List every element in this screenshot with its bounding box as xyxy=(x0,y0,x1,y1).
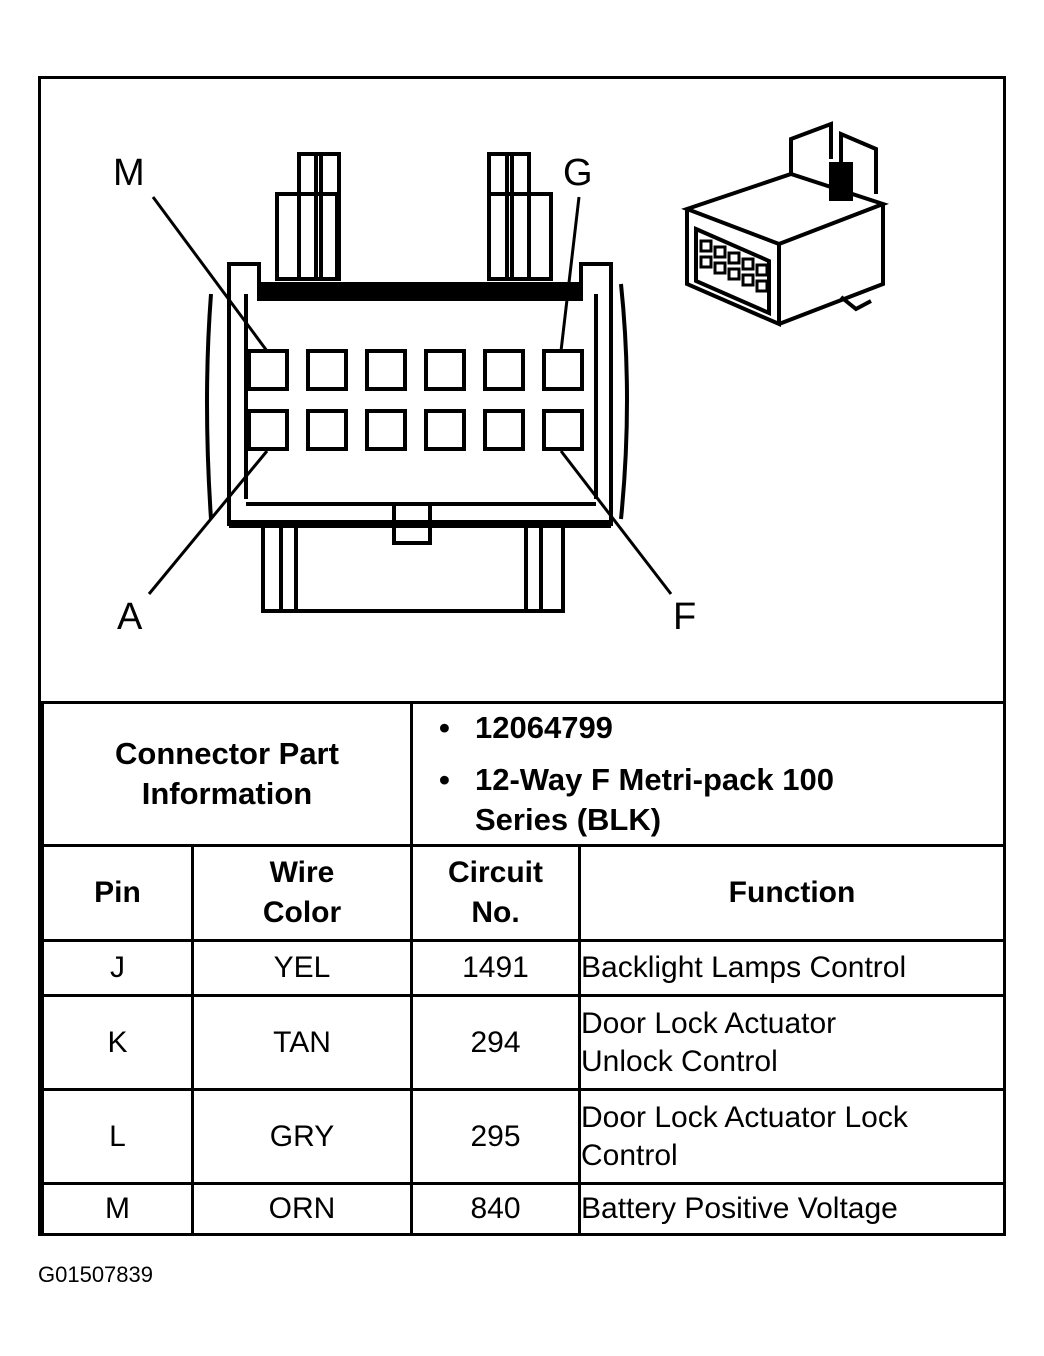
pin-cavity xyxy=(542,349,584,391)
pin-cavity xyxy=(483,409,525,451)
function-cell: Backlight Lamps Control xyxy=(578,939,1006,997)
part-number: 12064799 xyxy=(439,708,1003,748)
pin-cavity xyxy=(424,409,466,451)
connector-table: Connector Part Information 12064799 12-W… xyxy=(41,701,1006,1236)
connector-diagram: M G A F xyxy=(113,121,889,638)
wire-color-cell: TAN xyxy=(191,994,413,1091)
latch-post-right xyxy=(487,192,553,281)
pin-cavity xyxy=(483,349,525,391)
wire-color-cell: YEL xyxy=(191,939,413,997)
pin-cavity xyxy=(424,349,466,391)
function-cell: Battery Positive Voltage xyxy=(578,1182,1006,1236)
callout-m: M xyxy=(113,152,145,194)
figure-id: G01507839 xyxy=(38,1262,153,1287)
callout-a: A xyxy=(117,596,143,638)
figure-frame: M G A F xyxy=(38,76,1006,1236)
pin-cell: J xyxy=(41,939,194,997)
leader-line-f xyxy=(559,450,673,595)
circuit-cell: 1491 xyxy=(410,939,581,997)
wire-color-cell: ORN xyxy=(191,1182,413,1236)
table-row: K TAN 294 Door Lock Actuator Unlock Cont… xyxy=(41,994,1006,1091)
pin-cell: M xyxy=(41,1182,194,1236)
callout-f: F xyxy=(673,596,696,638)
function-cell: Door Lock Actuator Unlock Control xyxy=(578,994,1006,1091)
leader-line-g xyxy=(559,196,581,352)
connector-type: 12-Way F Metri-pack 100 Series (BLK) xyxy=(439,760,835,840)
connector-isometric-view xyxy=(681,121,889,328)
pin-cell: K xyxy=(41,994,194,1091)
pin-cavity xyxy=(247,409,289,451)
connector-housing xyxy=(227,262,613,526)
header-function: Function xyxy=(578,844,1006,942)
leader-line-m xyxy=(151,196,269,352)
connector-part-info-values: 12064799 12-Way F Metri-pack 100 Series … xyxy=(410,701,1006,847)
table-row: M ORN 840 Battery Positive Voltage xyxy=(41,1182,1006,1236)
header-wire-color: Wire Color xyxy=(191,844,413,942)
pin-cavity xyxy=(247,349,289,391)
callout-g: G xyxy=(563,152,593,194)
connector-part-info-label: Connector Part Information xyxy=(41,701,413,847)
circuit-cell: 295 xyxy=(410,1088,581,1185)
wire-color-cell: GRY xyxy=(191,1088,413,1185)
pin-cavity xyxy=(306,349,348,391)
header-circuit-no: Circuit No. xyxy=(410,844,581,942)
circuit-cell: 294 xyxy=(410,994,581,1091)
pin-cavity xyxy=(365,349,407,391)
circuit-cell: 840 xyxy=(410,1182,581,1236)
leader-line-a xyxy=(147,450,269,595)
table-row: J YEL 1491 Backlight Lamps Control xyxy=(41,939,1006,997)
header-pin: Pin xyxy=(41,844,194,942)
function-cell: Door Lock Actuator Lock Control xyxy=(578,1088,1006,1185)
table-row: L GRY 295 Door Lock Actuator Lock Contro… xyxy=(41,1088,1006,1185)
pin-cavity xyxy=(365,409,407,451)
pin-cavity xyxy=(306,409,348,451)
latch-post-left xyxy=(275,192,339,281)
pin-cavity xyxy=(542,409,584,451)
pin-cell: L xyxy=(41,1088,194,1185)
